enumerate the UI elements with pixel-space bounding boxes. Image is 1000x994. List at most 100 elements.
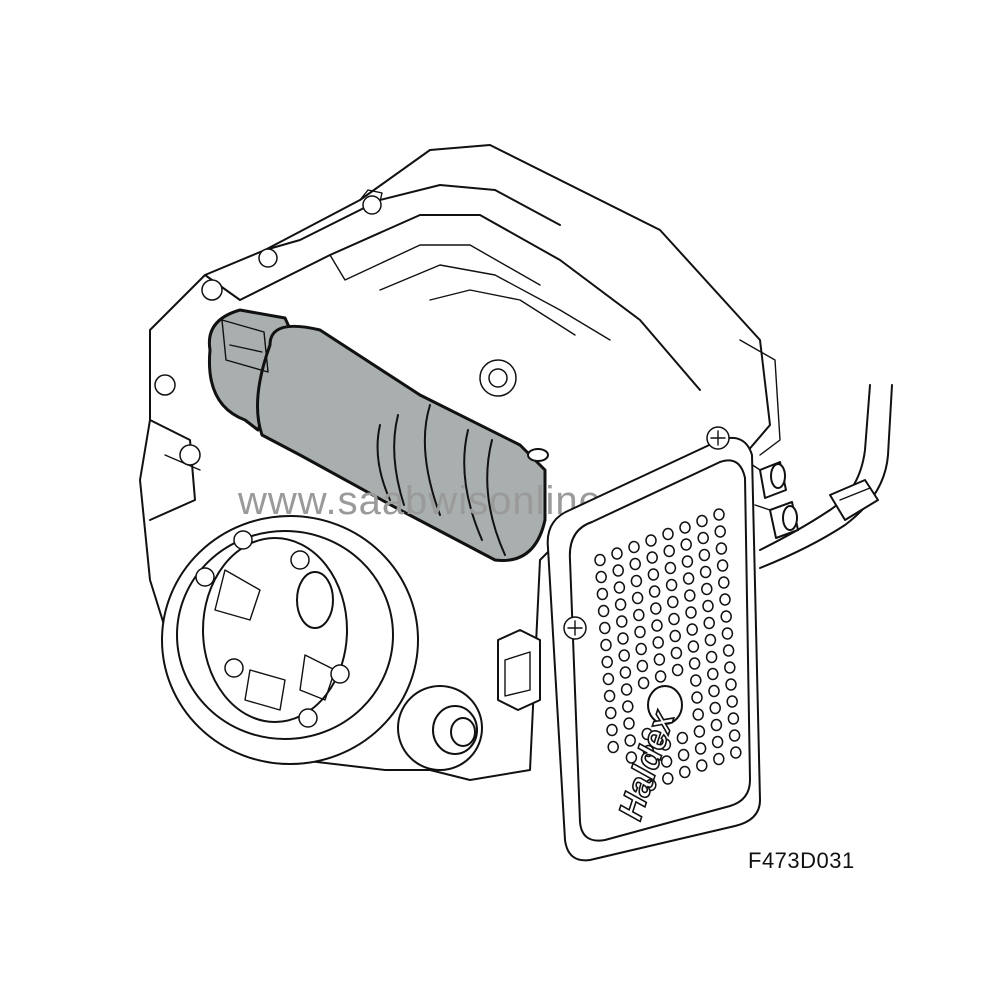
perforation-hole-icon (647, 568, 660, 581)
perforation-hole-icon (625, 751, 638, 764)
perforation-hole-icon (600, 638, 612, 652)
perforation-hole-icon (653, 653, 666, 666)
perforation-hole-icon (684, 589, 696, 602)
perforation-hole-icon (597, 604, 610, 618)
perforation-hole-icon (705, 650, 718, 664)
perforation-hole-icon (687, 640, 700, 653)
perforation-hole-icon (696, 759, 708, 772)
perforation-hole-icon (662, 527, 674, 541)
perforation-hole-icon (606, 723, 618, 737)
perforation-hole-icon (699, 565, 712, 579)
flange-bolt-hole-icon (290, 550, 310, 570)
perforation-hole-icon (704, 633, 717, 647)
perforation-hole-icon (680, 538, 692, 551)
perforation-hole-icon (685, 606, 697, 619)
perforation-hole-icon (698, 548, 711, 562)
perforation-hole-icon (641, 727, 653, 741)
housing-bolt-icon (154, 374, 176, 396)
perforation-hole-icon (727, 712, 740, 725)
perforation-hole-icon (617, 632, 629, 645)
perforation-hole-icon (663, 544, 675, 558)
perforation-hole-icon (701, 582, 713, 596)
housing-bolt-icon (258, 248, 278, 268)
control-plate: Haldex (546, 426, 761, 862)
perforation-hole-icon (611, 547, 623, 560)
perforation-grid (594, 508, 742, 792)
perforation-hole-icon (702, 599, 714, 613)
housing-bolt-icon (362, 195, 382, 215)
perforation-hole-icon (645, 778, 657, 792)
perforation-hole-icon (670, 646, 683, 660)
perforation-hole-icon (694, 742, 707, 755)
perforation-hole-icon (614, 598, 627, 611)
perforation-hole-icon (713, 508, 725, 521)
perforation-hole-icon (602, 672, 615, 686)
perforation-hole-icon (714, 525, 726, 538)
figure-id: F473D031 (748, 848, 855, 873)
perforation-hole-icon (646, 551, 658, 564)
flange-bolt-hole-icon (233, 530, 253, 550)
perforation-hole-icon (652, 636, 664, 649)
perforation-hole-icon (708, 684, 720, 698)
perforation-hole-icon (605, 706, 617, 720)
perforation-hole-icon (637, 676, 650, 690)
perforation-hole-icon (681, 555, 694, 568)
perforation-hole-icon (660, 755, 673, 768)
perforation-hole-icon (682, 572, 695, 585)
flange-bolt-hole-icon (224, 658, 244, 678)
perforation-hole-icon (724, 661, 736, 674)
electrical-connector (497, 629, 541, 711)
perforation-hole-icon (648, 585, 661, 598)
perforation-hole-icon (697, 531, 709, 545)
perforation-hole-icon (595, 570, 607, 584)
perforation-hole-icon (654, 670, 667, 683)
perforation-hole-icon (651, 619, 663, 632)
perforation-hole-icon (635, 642, 647, 656)
perforation-hole-icon (622, 700, 634, 713)
perforation-hole-icon (631, 591, 644, 605)
perforation-hole-icon (620, 683, 633, 696)
perforation-hole-icon (669, 629, 681, 643)
housing-bolt-icon (201, 279, 223, 301)
perforation-hole-icon (650, 602, 662, 615)
perforation-hole-icon (636, 659, 649, 673)
perforation-hole-icon (630, 574, 643, 588)
perforation-hole-icon (730, 746, 742, 759)
perforation-hole-icon (668, 612, 680, 626)
perforation-hole-icon (688, 657, 701, 670)
drain-plug (397, 685, 483, 771)
perforation-hole-icon (601, 655, 613, 669)
perforation-hole-icon (596, 587, 609, 601)
perforation-hole-icon (716, 559, 729, 572)
perforation-hole-icon (667, 595, 679, 609)
perforation-hole-icon (629, 557, 641, 571)
flange-bolt-hole-icon (330, 664, 350, 684)
perforation-hole-icon (693, 725, 706, 738)
perforation-hole-icon (613, 581, 626, 594)
perforation-hole-icon (726, 695, 738, 708)
perforation-hole-icon (679, 765, 691, 779)
perforation-hole-icon (721, 627, 734, 640)
flange-bolt-hole-icon (195, 567, 215, 587)
perforation-hole-icon (691, 691, 703, 704)
perforation-hole-icon (718, 576, 730, 589)
hose (744, 384, 893, 569)
perforation-hole-icon (690, 674, 702, 687)
perforation-hole-icon (612, 564, 624, 577)
perforation-hole-icon (711, 735, 724, 749)
perforation-hole-icon (692, 708, 704, 721)
perforation-hole-icon (720, 610, 732, 623)
perforation-hole-icon (679, 521, 691, 534)
perforation-hole-icon (671, 663, 684, 677)
output-flange (161, 515, 419, 765)
perforation-hole-icon (725, 678, 737, 691)
sleeve-body (256, 324, 547, 562)
perforation-hole-icon (616, 615, 628, 628)
perforation-hole-icon (665, 578, 678, 592)
perforation-hole-icon (619, 666, 632, 679)
perforation-hole-icon (710, 718, 723, 732)
perforation-hole-icon (607, 740, 619, 754)
perforation-hole-icon (599, 621, 611, 635)
perforation-hole-icon (623, 717, 635, 730)
